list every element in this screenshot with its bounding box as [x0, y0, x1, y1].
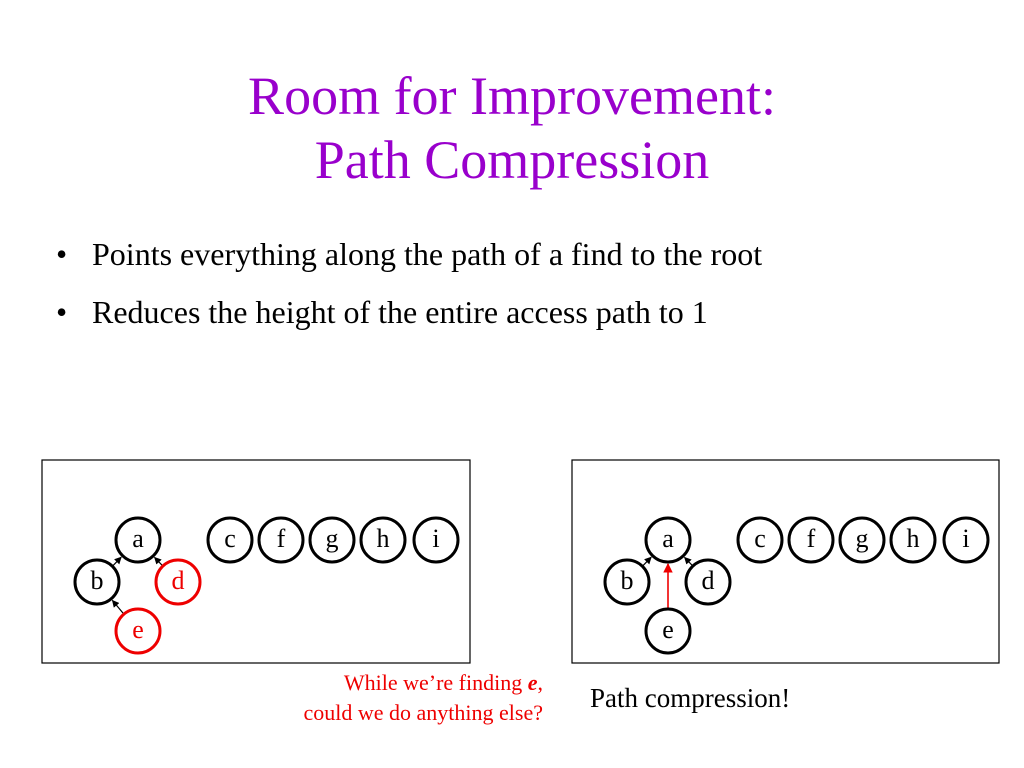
bullet-list: • Points everything along the path of a …: [56, 232, 762, 348]
node-h-label: h: [377, 524, 390, 553]
node-b-circle: [73, 558, 121, 606]
bullet-dot: •: [56, 236, 68, 272]
node-h-circle: [889, 516, 937, 564]
slide-title: Room for Improvement: Path Compression: [0, 64, 1024, 192]
node-i-label: i: [962, 524, 969, 553]
left-diagram-frame: [41, 459, 471, 664]
node-i-circle: [412, 516, 460, 564]
node-i-label: i: [432, 524, 439, 553]
node-c-circle: [736, 516, 784, 564]
node-b-label: b: [91, 566, 104, 595]
bullet-dot: •: [56, 294, 68, 330]
edge-d-to-a: [684, 556, 693, 566]
right-diagram: ab de c f g h i: [603, 516, 990, 655]
node-g-label: g: [856, 524, 869, 553]
edge-d-to-a: [154, 556, 163, 566]
node-b-label: b: [621, 566, 634, 595]
edge-b-to-a: [642, 556, 652, 566]
edge-b-to-a: [112, 556, 122, 566]
node-e-circle: [644, 607, 692, 655]
node-a-label: a: [662, 524, 674, 553]
finding-caption-emphasis: e: [527, 670, 538, 695]
title-line-2: Path Compression: [314, 130, 710, 190]
finding-caption: While we’re finding e, could we do anyth…: [200, 668, 544, 728]
finding-caption-line-1: While we’re finding e,: [200, 668, 543, 698]
finding-caption-line-2: could we do anything else?: [303, 700, 544, 725]
node-d-circle: [154, 558, 202, 606]
node-b-circle: [603, 558, 651, 606]
node-f-label: f: [807, 524, 816, 553]
node-e-label: e: [662, 615, 674, 644]
bullet-item: • Reduces the height of the entire acces…: [56, 290, 762, 348]
node-g-label: g: [326, 524, 339, 553]
finding-caption-suffix: ,: [537, 670, 544, 695]
node-d-circle: [684, 558, 732, 606]
node-a-label: a: [132, 524, 144, 553]
node-h-label: h: [907, 524, 920, 553]
edge-e-to-b: [111, 599, 124, 614]
node-c-label: c: [224, 524, 236, 553]
node-f-circle: [787, 516, 835, 564]
path-compression-caption: Path compression!: [590, 683, 791, 713]
node-e-label: e: [132, 615, 144, 644]
bullet-text: Reduces the height of the entire access …: [92, 294, 708, 330]
node-i-circle: [942, 516, 990, 564]
node-c-circle: [206, 516, 254, 564]
node-g-circle: [838, 516, 886, 564]
finding-caption-prefix: While we’re finding: [343, 670, 528, 695]
title-line-1: Room for Improvement:: [248, 66, 776, 126]
node-h-circle: [359, 516, 407, 564]
bullet-text: Points everything along the path of a fi…: [92, 236, 763, 272]
left-diagram: ab de c f g h i: [73, 516, 460, 655]
node-f-label: f: [277, 524, 286, 553]
right-diagram-frame: [571, 459, 1000, 664]
bullet-item: • Points everything along the path of a …: [56, 232, 762, 290]
node-d-label: d: [702, 566, 715, 595]
node-c-label: c: [754, 524, 766, 553]
node-f-circle: [257, 516, 305, 564]
node-e-circle: [114, 607, 162, 655]
node-a-circle: [114, 516, 162, 564]
node-d-label: d: [172, 566, 185, 595]
node-g-circle: [308, 516, 356, 564]
node-a-circle: [644, 516, 692, 564]
